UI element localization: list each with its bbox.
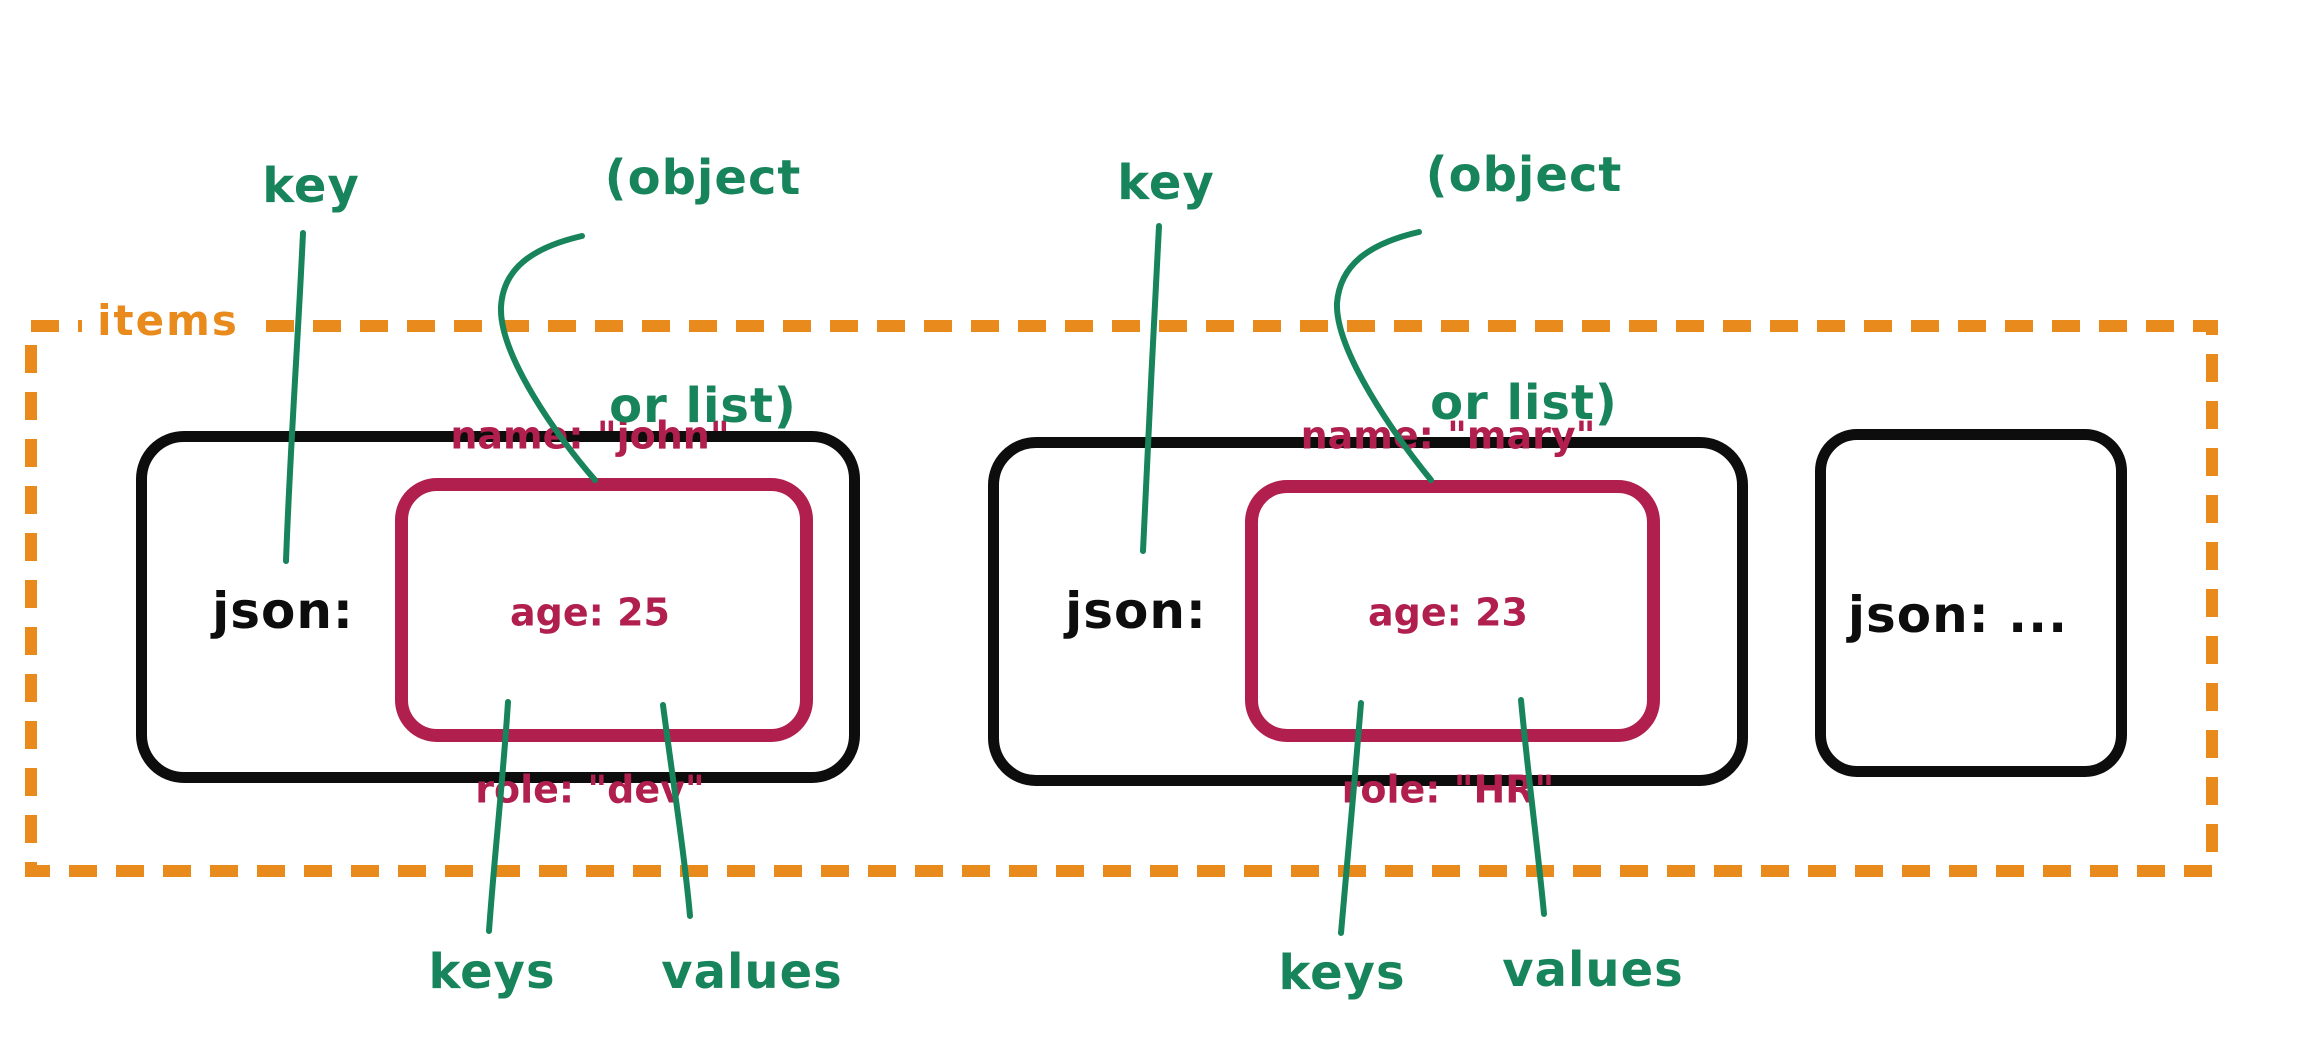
value-label-left: value (object or list) [605, 0, 802, 596]
key-label-right: key [1117, 155, 1215, 211]
record-1-key-label: json: [212, 582, 354, 640]
value-label-right-line2: (object [1425, 147, 1623, 203]
record-2-field-age: age: 23 [1368, 590, 1528, 635]
value-label-left-line2: (object [604, 150, 802, 206]
keys-label-right: keys [1278, 945, 1406, 1001]
value-label-right-line3: or list) [1430, 375, 1618, 431]
key-label-left: key [262, 158, 360, 214]
items-label: items [82, 298, 254, 344]
record-1-field-role: role: "dev" [475, 767, 705, 812]
record-2-key-label: json: [1065, 582, 1207, 640]
record-1-field-age: age: 25 [510, 590, 670, 635]
items-dashed-border [25, 320, 2218, 877]
values-label-left: values [661, 944, 843, 1000]
value-label-right: value (object or list) [1426, 0, 1623, 593]
keys-label-left: keys [428, 944, 556, 1000]
values-label-right: values [1502, 942, 1684, 998]
value-label-left-line3: or list) [609, 378, 797, 434]
record-2-field-role: role: "HR" [1341, 767, 1555, 812]
record-box-3 [1815, 429, 2127, 777]
record-3-key-label: json: ... [1847, 586, 2069, 644]
